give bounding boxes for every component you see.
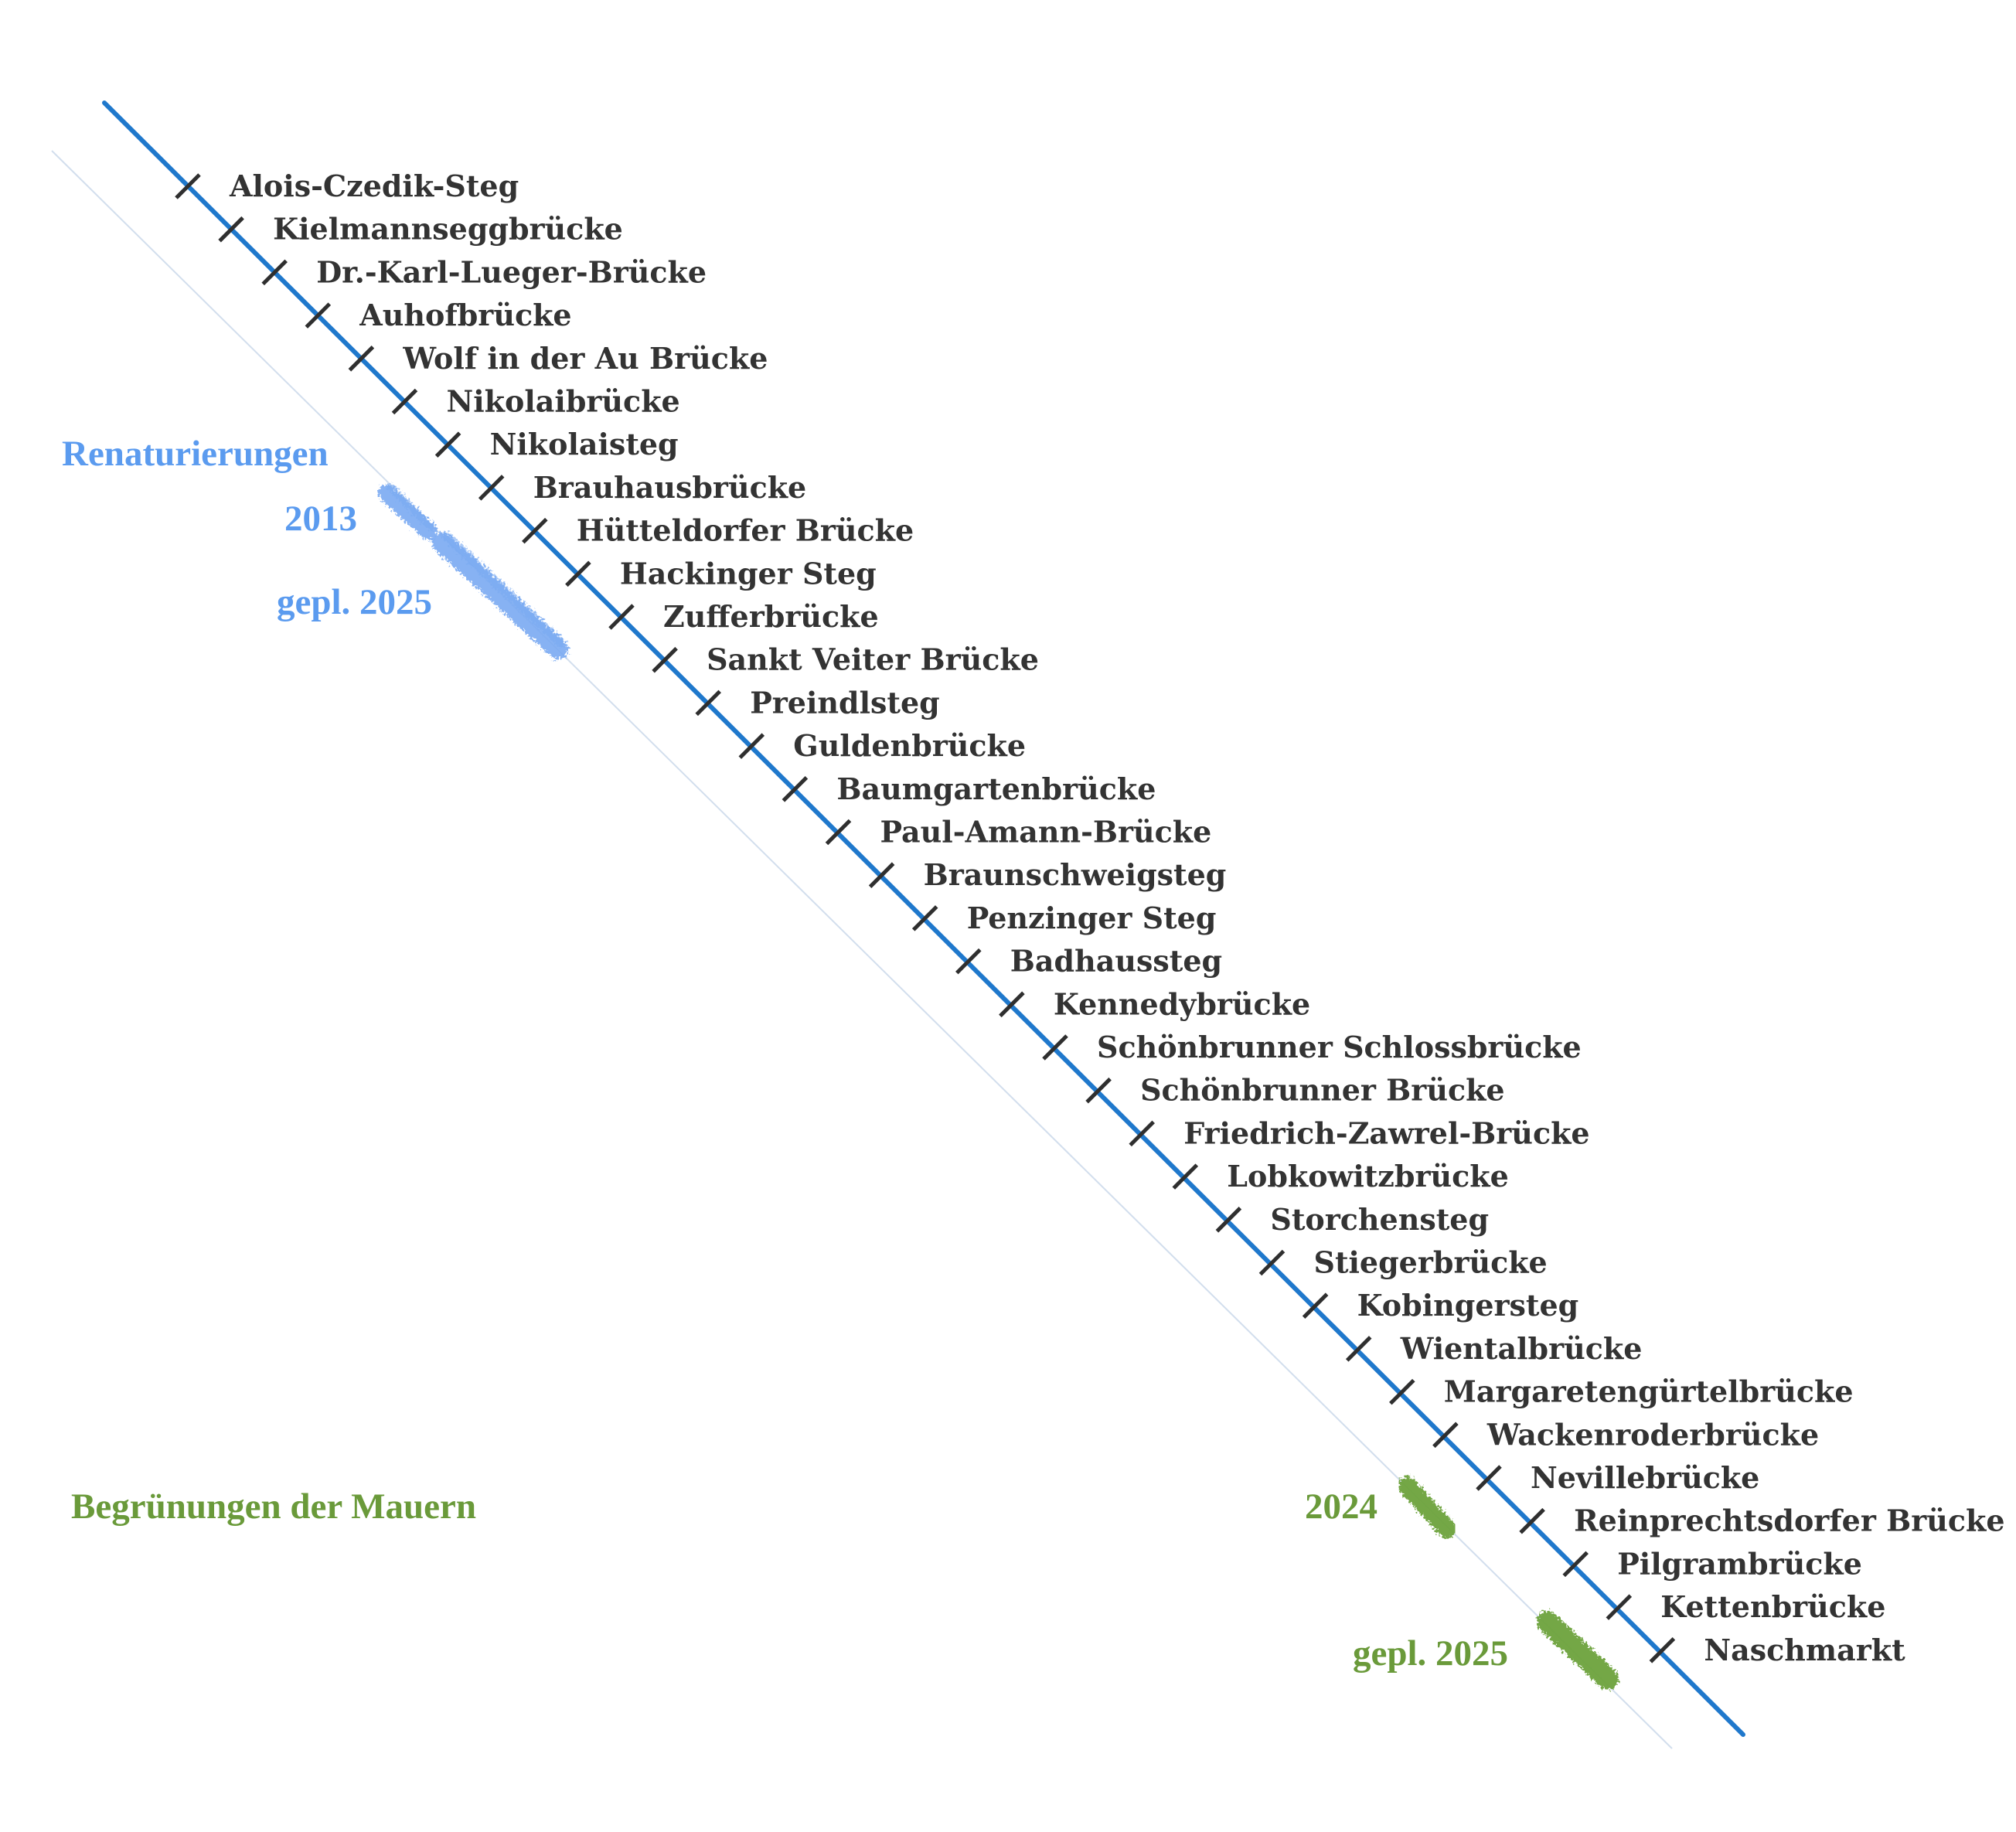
bridge-tick xyxy=(1258,1249,1286,1276)
bridge-label: Friedrich-Zawrel-Brücke xyxy=(1183,1115,1589,1150)
bridge-label: Nevillebrücke xyxy=(1531,1460,1759,1495)
bridge-label: Hackinger Steg xyxy=(620,556,877,591)
bridge-tick xyxy=(391,388,418,415)
bridge-tick xyxy=(825,819,852,846)
bridge-label: Kobingersteg xyxy=(1357,1288,1579,1323)
bridge-tick xyxy=(608,604,635,630)
bridge-tick xyxy=(782,776,809,802)
bridge-tick xyxy=(1432,1422,1459,1449)
bridge-tick xyxy=(305,302,332,329)
bridge-label: Hütteldorfer Brücke xyxy=(577,513,914,548)
bridge-tick xyxy=(1606,1594,1633,1620)
begruenung-2024-swatch xyxy=(1398,1476,1456,1538)
bridge-tick xyxy=(1302,1292,1329,1319)
begruenungen-title: Begrünungen der Mauern xyxy=(71,1486,476,1527)
bridge-tick xyxy=(695,690,721,717)
bridge-label: Penzinger Steg xyxy=(967,901,1217,935)
bridge-tick xyxy=(218,216,244,243)
bridge-tick xyxy=(868,862,895,888)
bridge-tick xyxy=(1562,1551,1589,1578)
bridge-tick xyxy=(1519,1507,1545,1534)
bridge-label: Kennedybrücke xyxy=(1054,986,1310,1021)
bridge-tick xyxy=(1215,1207,1242,1233)
bridge-label: Wackenroderbrücke xyxy=(1486,1417,1819,1452)
begruenung-2025-label: gepl. 2025 xyxy=(1353,1633,1508,1674)
bridge-label: Nikolaibrücke xyxy=(447,384,680,419)
bridge-tick xyxy=(1172,1163,1199,1190)
bridge-label: Alois-Czedik-Steg xyxy=(229,169,519,203)
bridge-label: Braunschweigsteg xyxy=(924,857,1227,892)
bridge-label: Margaretengürtelbrücke xyxy=(1444,1374,1854,1409)
bridge-tick xyxy=(478,475,505,501)
bridge-tick xyxy=(261,259,288,286)
bridge-label: Wientalbrücke xyxy=(1400,1331,1643,1366)
bridge-tick xyxy=(565,560,591,587)
bridge-tick xyxy=(1129,1120,1155,1147)
bridge-tick xyxy=(175,173,201,199)
begruenung-2024-label: 2024 xyxy=(1305,1486,1377,1527)
bridge-tick xyxy=(1649,1637,1676,1663)
bridge-label: Storchensteg xyxy=(1270,1202,1489,1237)
bridge-label: Schönbrunner Brücke xyxy=(1140,1073,1505,1108)
bridge-tick xyxy=(522,517,548,544)
bridge-tick xyxy=(1042,1034,1068,1061)
bridge-tick xyxy=(434,431,461,458)
bridge-list: Alois-Czedik-StegKielmannseggbrückeDr.-K… xyxy=(175,169,2005,1667)
bridge-label: Dr.-Karl-Lueger-Brücke xyxy=(316,254,707,289)
bridge-tick xyxy=(348,346,375,372)
bridge-label: Brauhausbrücke xyxy=(533,470,807,505)
bridge-tick xyxy=(1345,1336,1372,1362)
bridge-label: Sankt Veiter Brücke xyxy=(707,642,1039,677)
bridge-label: Badhaussteg xyxy=(1010,944,1222,979)
bridge-tick xyxy=(738,733,765,759)
bridge-label: Kielmannseggbrücke xyxy=(273,212,623,247)
bridge-label: Reinprechtsdorfer Brücke xyxy=(1574,1503,2004,1538)
bridge-tick xyxy=(1476,1465,1502,1491)
bridge-label: Zufferbrücke xyxy=(663,599,879,634)
renaturierung-2025-swatch xyxy=(432,532,568,659)
bridge-tick xyxy=(1389,1378,1415,1405)
renaturierung-2013-swatch xyxy=(378,483,438,540)
renaturierung-2025-label: gepl. 2025 xyxy=(277,582,432,622)
bridge-label: Lobkowitzbrücke xyxy=(1227,1159,1508,1194)
bridge-label: Nikolaisteg xyxy=(490,427,679,461)
bridge-label: Baumgartenbrücke xyxy=(836,771,1156,806)
bridge-label: Preindlsteg xyxy=(750,685,940,720)
bridge-label: Paul-Amann-Brücke xyxy=(880,815,1212,850)
bridge-label: Auhofbrücke xyxy=(359,298,571,332)
bridge-tick xyxy=(955,948,982,975)
begruenung-2025-swatch xyxy=(1537,1611,1619,1690)
bridge-label: Pilgrambrücke xyxy=(1617,1546,1862,1581)
bridge-label: Guldenbrücke xyxy=(793,728,1026,763)
bridge-label: Naschmarkt xyxy=(1704,1633,1905,1667)
bridge-tick xyxy=(999,991,1025,1018)
bridge-label: Schönbrunner Schlossbrücke xyxy=(1097,1030,1582,1064)
renaturierung-2013-label: 2013 xyxy=(284,499,357,539)
bridge-label: Kettenbrücke xyxy=(1660,1589,1885,1624)
bridge-tick xyxy=(1085,1077,1112,1104)
bridge-label: Stiegerbrücke xyxy=(1314,1245,1548,1280)
bridge-tick xyxy=(911,905,938,931)
renaturierungen-title: Renaturierungen xyxy=(62,434,329,474)
bridge-tick xyxy=(652,646,678,673)
bridge-label: Wolf in der Au Brücke xyxy=(402,341,768,376)
